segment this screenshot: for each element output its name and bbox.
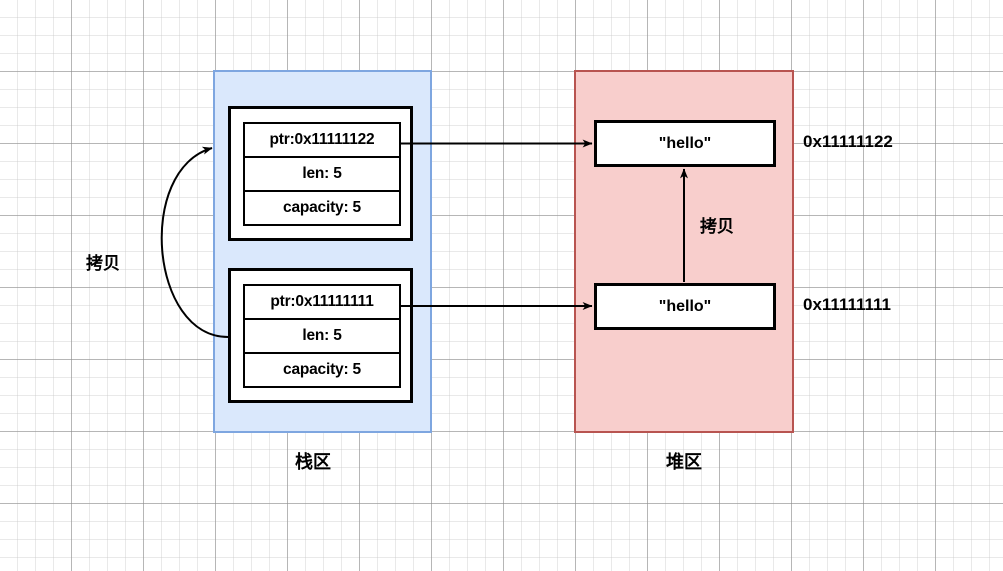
stack-struct-upper: ptr:0x11111122 len: 5 capacity: 5 [243,122,401,226]
struct-row-ptr: ptr:0x11111111 [270,293,374,310]
struct-row-len: len: 5 [245,156,399,190]
copy-label-stack: 拷贝 [86,254,120,273]
stack-region-caption: 栈区 [295,452,331,472]
heap-address-label-upper: 0x11111122 [803,132,893,151]
stack-struct-lower: ptr:0x11111111 len: 5 capacity: 5 [243,284,401,388]
struct-row-ptr: ptr:0x11111122 [269,131,375,148]
heap-box-lower: "hello" [594,283,776,330]
struct-row-capacity: capacity: 5 [245,352,399,386]
copy-label-heap: 拷贝 [700,217,734,236]
struct-row-len: len: 5 [245,318,399,352]
heap-box-upper: "hello" [594,120,776,167]
struct-row-capacity: capacity: 5 [245,190,399,224]
heap-address-label-lower: 0x11111111 [803,295,891,314]
heap-region-caption: 堆区 [666,452,702,472]
